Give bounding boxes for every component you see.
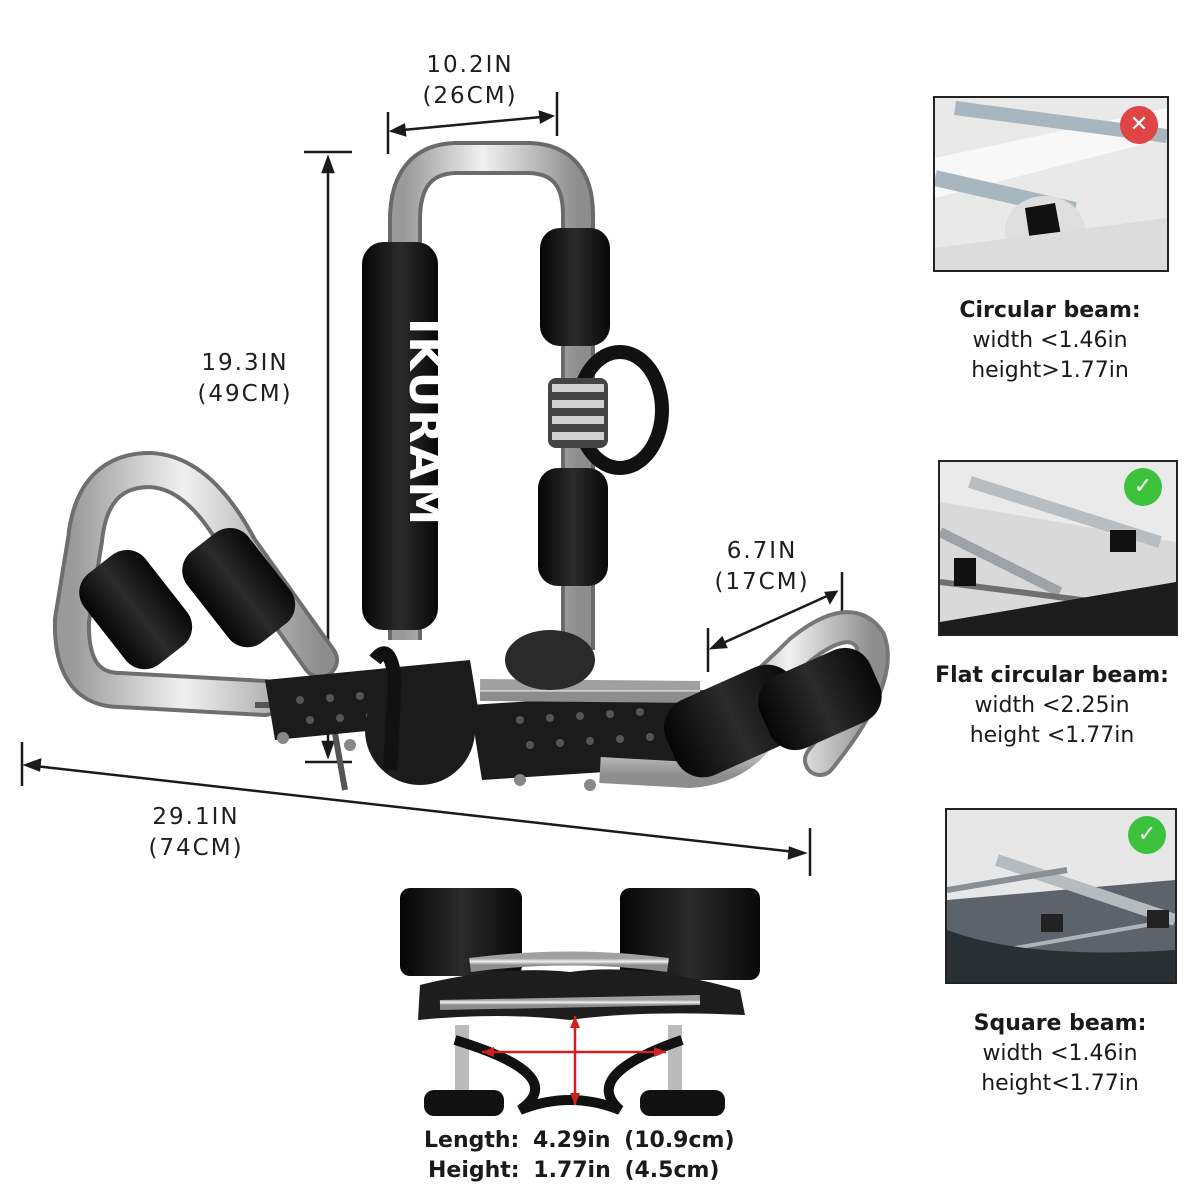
square-beam-width: width <1.46in (982, 1041, 1138, 1066)
flat-circular-beam-title: Flat circular beam: (935, 663, 1169, 688)
left-cradle (52, 450, 339, 717)
height-in: 19.3IN (201, 350, 289, 376)
circular-beam-height: height>1.77in (971, 358, 1129, 383)
x-icon: ✕ (1120, 106, 1158, 144)
upright-frame: IKURAM (362, 141, 669, 650)
total-length-cm: (74CM) (148, 835, 244, 861)
circular-beam-width: width <1.46in (972, 328, 1128, 353)
square-beam-spec: Square beam: width <1.46in height<1.77in (945, 1009, 1175, 1099)
cradle-width-in: 6.7IN (726, 538, 798, 564)
total-length-dimension: 29.1IN (74CM) (126, 802, 266, 864)
top-width-cm: (26CM) (422, 83, 518, 109)
flat-circular-beam-width: width <2.25in (974, 693, 1130, 718)
brand-logo: IKURAM (399, 318, 450, 527)
circular-beam-title: Circular beam: (959, 298, 1141, 323)
clamp-height-label: Height: (428, 1158, 520, 1183)
clamp-height-cm: (4.5cm) (624, 1158, 720, 1183)
right-cradle (663, 610, 890, 778)
cradle-width-dimension: 6.7IN (17CM) (696, 536, 828, 598)
clamp-height: Height: 1.77in (4.5cm) (428, 1156, 725, 1186)
top-width-dimension: 10.2IN (26CM) (402, 50, 538, 112)
clamp-height-in: 1.77in (533, 1158, 611, 1183)
square-beam-height: height<1.77in (981, 1071, 1139, 1096)
check-icon: ✓ (1128, 816, 1166, 854)
circular-beam-spec: Circular beam: width <1.46in height>1.77… (930, 296, 1170, 386)
cradle-width-cm: (17CM) (714, 569, 810, 595)
clamp-length-label: Length: (424, 1128, 520, 1153)
circular-beam-photo (933, 96, 1169, 272)
square-beam-photo (945, 808, 1177, 984)
check-icon: ✓ (1124, 468, 1162, 506)
total-length-in: 29.1IN (152, 804, 240, 830)
clamp-length: Length: 4.29in (10.9cm) (424, 1126, 741, 1156)
height-dimension: 19.3IN (49CM) (176, 348, 314, 410)
height-cm: (49CM) (197, 381, 293, 407)
clamp-detail-illustration (400, 888, 760, 1116)
flat-circular-beam-height: height <1.77in (969, 723, 1135, 748)
clamp-length-cm: (10.9cm) (624, 1128, 735, 1153)
top-width-in: 10.2IN (426, 52, 514, 78)
square-beam-title: Square beam: (973, 1011, 1147, 1036)
clamp-length-in: 4.29in (533, 1128, 611, 1153)
flat-circular-beam-spec: Flat circular beam: width <2.25in height… (930, 661, 1174, 751)
